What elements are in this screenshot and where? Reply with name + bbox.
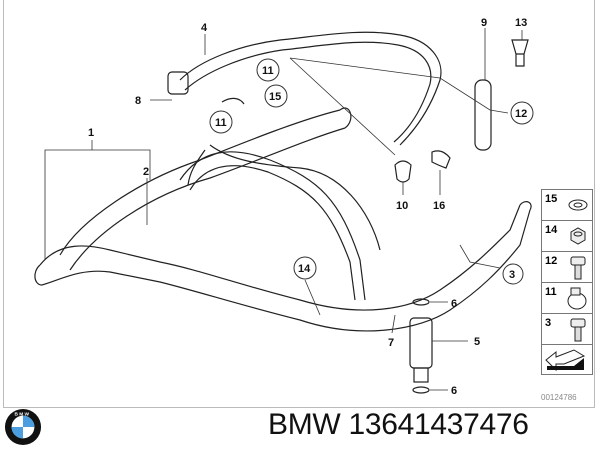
arrow-icon xyxy=(545,349,586,372)
svg-text:14: 14 xyxy=(298,263,311,275)
hardware-legend: 15 14 12 11 3 xyxy=(541,189,593,375)
clip xyxy=(394,160,412,183)
callout-7: 7 xyxy=(388,337,394,349)
callout-12: 12 xyxy=(510,101,534,125)
callout-8: 8 xyxy=(135,95,141,107)
parts-diagram: 1 2 4 8 9 13 10 16 7 6 6 5 3 12 11 15 11… xyxy=(34,17,534,397)
callout-2: 2 xyxy=(143,166,149,178)
bmw-logo: B M W xyxy=(4,408,42,446)
svg-text:12: 12 xyxy=(515,108,527,120)
callout-13: 13 xyxy=(515,17,527,29)
callout-6-top: 6 xyxy=(451,298,457,310)
clip xyxy=(431,150,451,169)
legend-item: 15 xyxy=(541,189,593,220)
legend-item xyxy=(541,344,593,375)
callout-4: 4 xyxy=(201,22,208,34)
callout-9: 9 xyxy=(481,17,487,29)
legend-item: 12 xyxy=(541,251,593,282)
part-title: BMW 13641437476 xyxy=(268,408,529,441)
bolt-icon xyxy=(570,318,586,342)
callout-3: 3 xyxy=(502,263,524,285)
svg-text:B M W: B M W xyxy=(14,412,29,418)
diagram-code: 00124786 xyxy=(541,393,577,402)
grommet xyxy=(511,39,529,67)
callout-11-top: 11 xyxy=(256,58,280,82)
washer-icon xyxy=(568,199,588,211)
fuel-rail-hose xyxy=(34,107,532,332)
callout-14: 14 xyxy=(293,256,317,280)
callout-5: 5 xyxy=(474,336,480,348)
svg-text:3: 3 xyxy=(509,269,515,281)
leader-lines xyxy=(44,28,523,391)
callout-10: 10 xyxy=(396,200,408,212)
nut-icon xyxy=(570,227,586,245)
callout-15: 15 xyxy=(264,84,288,108)
legend-item: 11 xyxy=(541,282,593,313)
hose-connector xyxy=(167,71,189,95)
legend-item: 3 xyxy=(541,313,593,344)
svg-text:11: 11 xyxy=(215,117,227,129)
diagram-frame xyxy=(3,0,595,408)
legend-item: 14 xyxy=(541,220,593,251)
svg-text:11: 11 xyxy=(262,65,274,77)
bracket xyxy=(474,79,492,151)
callout-6-bottom: 6 xyxy=(451,385,457,397)
injector xyxy=(409,298,433,394)
svg-text:15: 15 xyxy=(269,91,281,103)
fuel-feed-hose xyxy=(167,31,442,251)
callout-11-bottom: 11 xyxy=(209,110,233,134)
bolt-icon xyxy=(570,256,586,280)
callout-16: 16 xyxy=(433,200,445,212)
hose-clamp-icon xyxy=(567,287,587,310)
callout-1: 1 xyxy=(88,127,94,139)
